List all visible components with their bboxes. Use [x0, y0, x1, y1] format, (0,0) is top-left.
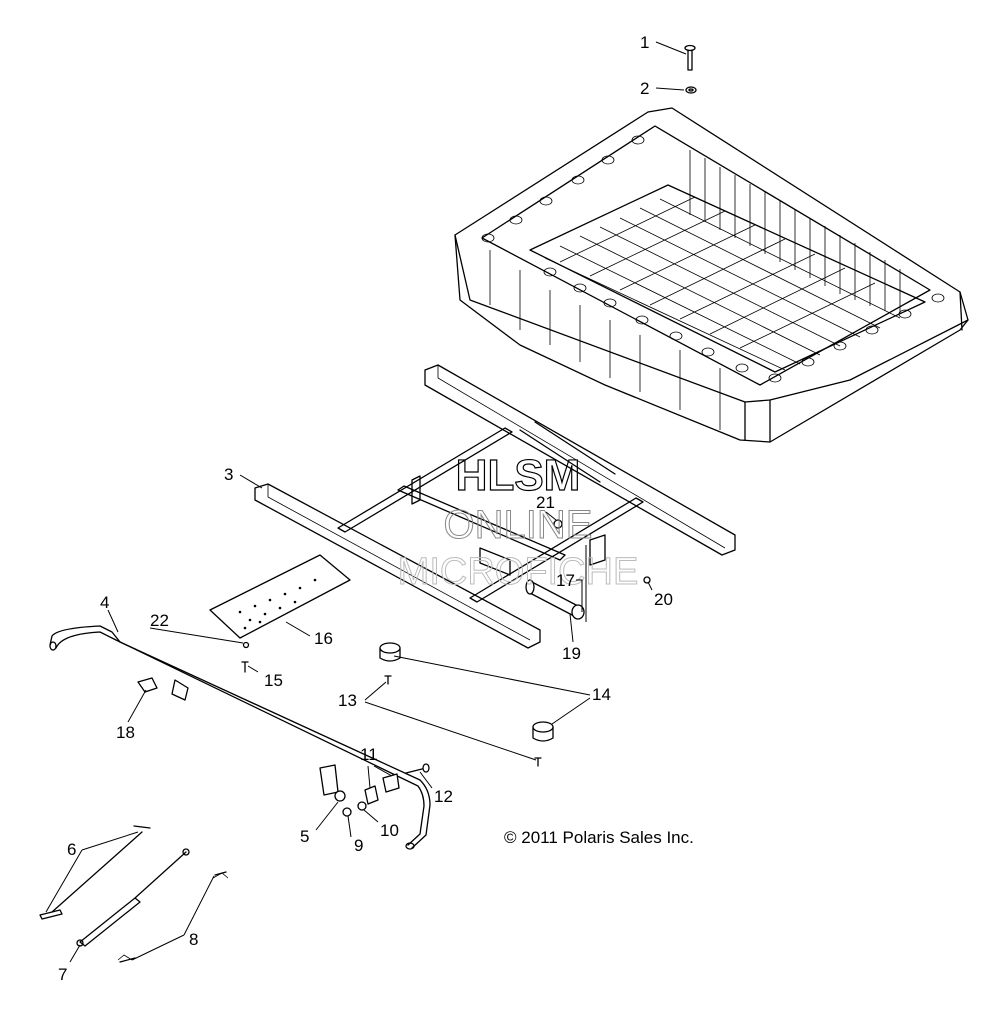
- callout-16: 16: [314, 629, 333, 648]
- washer-part-2: [685, 86, 697, 94]
- callout-15: 15: [264, 671, 283, 690]
- callout-14: 14: [592, 685, 611, 704]
- callout-1: 1: [640, 33, 649, 52]
- bracket-part-18: [137, 677, 189, 701]
- callout-2: 2: [640, 79, 649, 98]
- callout-21: 21: [536, 493, 555, 512]
- callout-10: 10: [380, 821, 399, 840]
- pin-part-6: [39, 825, 151, 920]
- plate-part-16: [209, 554, 351, 639]
- callout-18: 18: [116, 723, 135, 742]
- cylinder-part-17: [525, 579, 585, 620]
- callout-7: 7: [58, 965, 67, 984]
- watermark-line-2: ONLINE: [444, 503, 593, 547]
- rod-part-8: [117, 871, 229, 963]
- callout-4: 4: [100, 593, 109, 612]
- callout-19: 19: [562, 644, 581, 663]
- watermark-line-3: MICROFICHE: [398, 551, 639, 593]
- callout-labels: 1 2 3 4 5 6 7 8 9 10 11 12 13 14 15 16 1…: [58, 33, 673, 984]
- frame-part-3: [254, 364, 736, 649]
- clip-part-13: [384, 675, 542, 767]
- cargo-box: [454, 107, 969, 443]
- callout-5: 5: [300, 827, 309, 846]
- tube-part-4: [49, 625, 431, 850]
- callout-8: 8: [189, 930, 198, 949]
- watermark: HLSM ONLINE MICROFICHE: [397, 450, 639, 593]
- callout-12: 12: [434, 787, 453, 806]
- nut-part-22: [242, 641, 250, 649]
- leader-lines: [45, 41, 687, 963]
- bolt-part-1: [684, 44, 696, 71]
- nut-part-20: [643, 576, 651, 584]
- hardware-cluster: [319, 763, 430, 817]
- part-21: [553, 519, 563, 529]
- fastener-part-15: [241, 661, 249, 673]
- callout-3: 3: [224, 465, 233, 484]
- callout-20: 20: [654, 590, 673, 609]
- watermark-line-1: HLSM: [456, 451, 581, 500]
- callout-17: 17: [556, 571, 575, 590]
- copyright-notice: © 2011 Polaris Sales Inc.: [504, 828, 694, 847]
- callout-13: 13: [338, 691, 357, 710]
- pad-part-14: [379, 642, 554, 742]
- callout-11: 11: [360, 745, 378, 764]
- gas-strut-part-7: [76, 848, 190, 947]
- callout-6: 6: [67, 840, 76, 859]
- callout-9: 9: [354, 836, 363, 855]
- callout-22: 22: [150, 611, 169, 630]
